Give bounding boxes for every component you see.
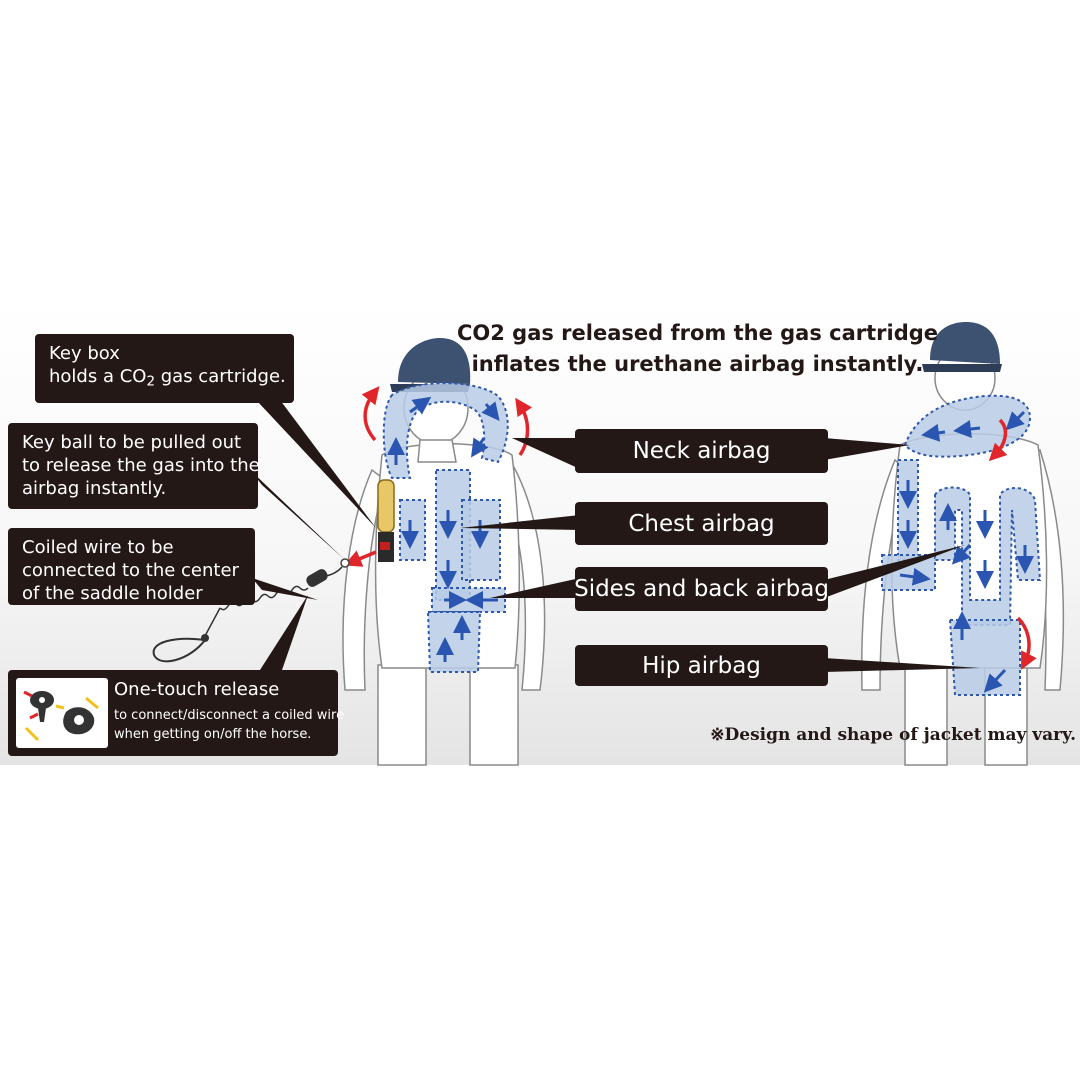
callout-coiled-wire-line-1: Coiled wire to be <box>22 537 174 558</box>
one-touch-release-body: to connect/disconnect a coiled wire when… <box>114 706 344 744</box>
callout-key-box-line-1: Key box <box>49 343 120 364</box>
callout-coiled-wire-line-2: connected to the center <box>22 560 239 581</box>
callout-key-ball-line-3: airbag instantly. <box>22 478 167 499</box>
gas-cartridge <box>377 479 395 533</box>
front-helmet <box>398 338 471 384</box>
headline-line-2: inflates the urethane airbag instantly. <box>471 352 924 376</box>
one-touch-release-line-2: when getting on/off the horse. <box>114 727 312 742</box>
one-touch-release-thumbnail <box>16 678 108 748</box>
front-arm-left <box>342 468 386 691</box>
connector-icon <box>23 690 99 742</box>
front-leg-right <box>469 664 519 766</box>
co2-subscript: 2 <box>146 373 156 390</box>
back-sides-airbag <box>934 486 1042 626</box>
callout-key-box: Key box holds a CO2 gas cartridge. <box>35 334 294 403</box>
back-figure <box>861 322 1065 766</box>
callout-key-ball-line-2: to release the gas into the <box>22 455 260 476</box>
headline-line-1: CO2 gas released from the gas cartridge <box>456 321 939 345</box>
gas-cartridge-text: gas cartridge. <box>155 366 286 387</box>
wire-connector <box>306 569 328 587</box>
callout-pointers <box>250 400 980 672</box>
front-neck <box>417 439 457 463</box>
key-ball <box>340 558 350 568</box>
label-hip-airbag: Hip airbag <box>575 645 828 686</box>
callout-coiled-wire: Coiled wire to be connected to the cente… <box>8 528 255 605</box>
callout-key-ball-line-1: Key ball to be pulled out <box>22 432 242 453</box>
label-chest-airbag: Chest airbag <box>575 502 828 545</box>
co2-text: holds a CO <box>49 366 147 387</box>
one-touch-release-title: One-touch release <box>114 679 280 700</box>
callout-coiled-wire-line-3: of the saddle holder <box>22 583 203 604</box>
back-helmet <box>930 322 1000 364</box>
front-figure <box>342 338 546 766</box>
one-touch-release-line-1: to connect/disconnect a coiled wire <box>114 708 345 723</box>
wire-loop <box>152 637 206 663</box>
front-leg-left <box>377 664 427 766</box>
headline: CO2 gas released from the gas cartridge … <box>430 318 965 380</box>
callout-one-touch-release: One-touch release to connect/disconnect … <box>8 670 344 756</box>
callout-key-box-line-2: holds a CO2 gas cartridge. <box>49 365 286 393</box>
design-note: ※Design and shape of jacket may vary. <box>710 725 1076 745</box>
callout-key-ball: Key ball to be pulled out to release the… <box>8 423 260 509</box>
label-neck-airbag: Neck airbag <box>575 429 828 473</box>
front-hip-airbag <box>426 611 482 673</box>
label-sides-back-airbag: Sides and back airbag <box>574 567 829 611</box>
